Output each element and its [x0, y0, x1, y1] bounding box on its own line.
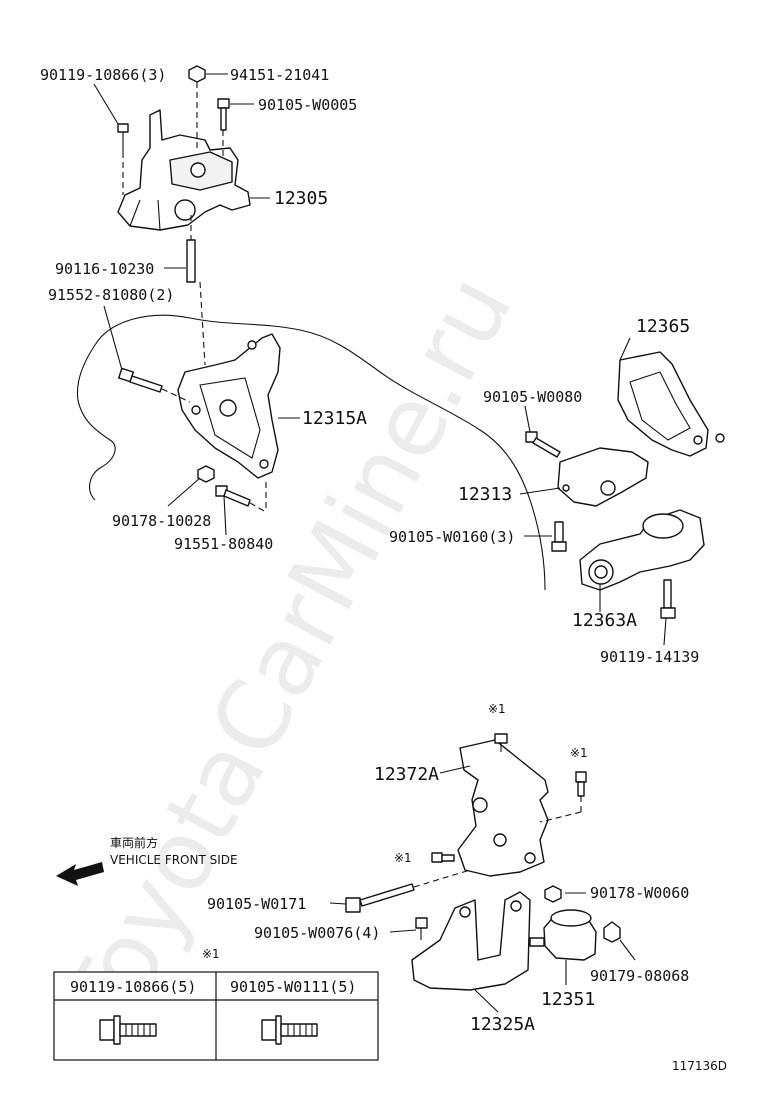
label-94151-21041: 94151-21041	[230, 66, 329, 84]
nut-90178-10028	[197, 465, 215, 483]
bolt-90105-w0080	[525, 431, 561, 458]
label-90105-w0171: 90105-W0171	[207, 895, 306, 913]
nut-90179-08068	[603, 921, 621, 943]
label-12351: 12351	[541, 989, 595, 1010]
label-90178-10028: 90178-10028	[112, 512, 211, 530]
diagram-code: 117136D	[672, 1059, 727, 1073]
ref-mark-a: ※1	[488, 702, 506, 716]
label-90119-14139: 90119-14139	[600, 648, 699, 666]
label-90179-08068: 90179-08068	[590, 967, 689, 985]
bracket-12372a	[457, 739, 549, 877]
bolt-mark-a	[494, 733, 508, 752]
insulator-12351	[529, 909, 597, 961]
ref-mark-c: ※1	[394, 851, 412, 865]
label-91551-80840: 91551-80840	[174, 535, 273, 553]
rod-12363a	[579, 509, 705, 591]
bolt-91551-80840	[215, 482, 267, 513]
label-90105-w0076-4: 90105-W0076(4)	[254, 924, 380, 942]
insulator-12365	[617, 351, 725, 457]
label-90119-10866-3: 90119-10866(3)	[40, 66, 166, 84]
bracket-12315a	[177, 333, 281, 479]
bolt-mark-c	[431, 852, 455, 863]
stud-90116-10230	[186, 215, 206, 366]
bolt-hex-icon	[261, 1015, 318, 1045]
label-12315a: 12315A	[302, 408, 367, 429]
label-90105-w0080: 90105-W0080	[483, 388, 582, 406]
bolt-90105-w0160	[551, 521, 567, 552]
engine-mount-12305	[117, 109, 251, 231]
label-12305: 12305	[274, 188, 328, 209]
label-12313: 12313	[458, 484, 512, 505]
table-ref-mark: ※1	[202, 947, 220, 961]
legend-table: ※1 90119-10866(5) 90105-W0111(5)	[53, 947, 379, 1061]
ref-mark-b: ※1	[570, 746, 588, 760]
table-col1-header: 90119-10866(5)	[70, 978, 196, 996]
nut-90178-w0060	[544, 885, 562, 903]
front-note-en: VEHICLE FRONT SIDE	[110, 853, 238, 867]
label-90105-w0005: 90105-W0005	[258, 96, 357, 114]
bolt-90105-w0076	[415, 917, 428, 940]
label-12372a: 12372A	[374, 764, 439, 785]
bolt-flange-icon	[99, 1015, 157, 1045]
bolt-90119-10866	[117, 123, 129, 195]
label-90178-w0060: 90178-W0060	[590, 884, 689, 902]
body-outline-lower	[76, 344, 116, 501]
bracket-12325a	[411, 891, 531, 991]
body-outline	[94, 314, 546, 591]
nut-94151-21041	[188, 65, 206, 150]
label-90116-10230: 90116-10230	[55, 260, 154, 278]
front-note-jp: 車両前方	[110, 835, 158, 850]
label-12363a: 12363A	[572, 610, 637, 631]
bolt-90105-w0171	[345, 869, 471, 913]
label-90105-w0160-3: 90105-W0160(3)	[389, 528, 515, 546]
bracket-12313	[557, 447, 649, 507]
bolt-90119-14139	[660, 579, 676, 619]
vehicle-front-note: 車両前方 VEHICLE FRONT SIDE	[56, 835, 238, 886]
bolt-91552-81080	[118, 367, 191, 403]
front-arrow-icon	[56, 862, 104, 886]
leader-lines	[93, 73, 667, 1013]
label-12365: 12365	[636, 316, 690, 337]
bolt-mark-b	[539, 771, 587, 823]
label-91552-81080-2: 91552-81080(2)	[48, 286, 174, 304]
bolt-90105-w0005	[217, 98, 230, 158]
label-12325a: 12325A	[470, 1014, 535, 1035]
table-col2-header: 90105-W0111(5)	[230, 978, 356, 996]
